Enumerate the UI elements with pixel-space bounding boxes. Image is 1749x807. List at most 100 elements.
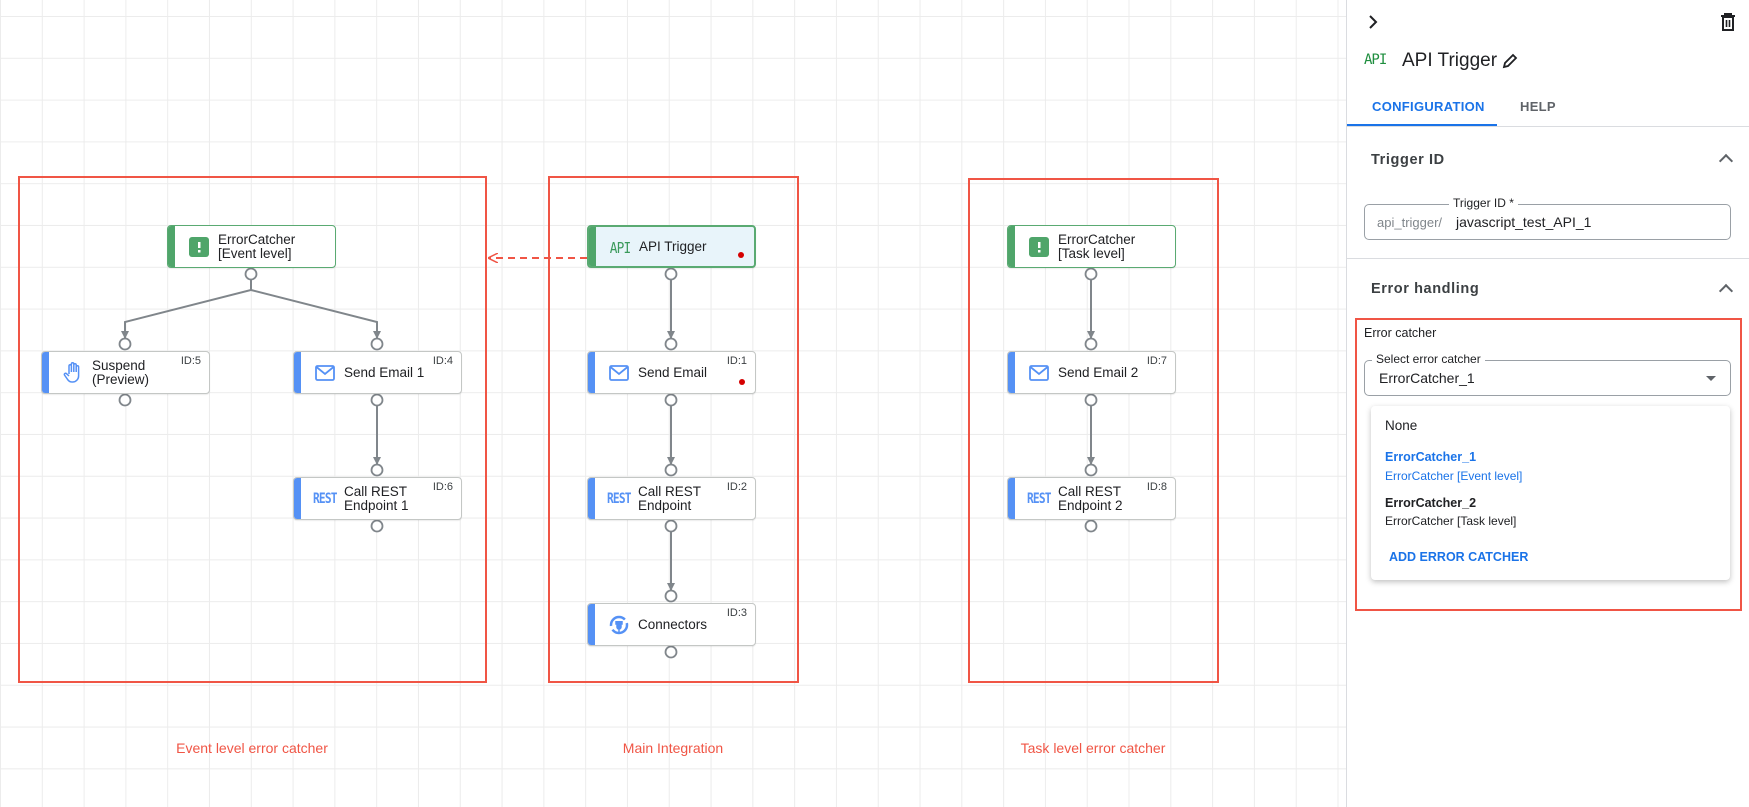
node-accent-bar bbox=[588, 604, 595, 645]
mail-icon bbox=[1026, 362, 1052, 384]
node-id: ID:8 bbox=[1146, 481, 1167, 493]
edge-ec-event-suspend bbox=[121, 280, 252, 339]
api-icon: API bbox=[1364, 52, 1387, 68]
add-error-catcher-button[interactable]: ADD ERROR CATCHER bbox=[1389, 550, 1529, 564]
port bbox=[1084, 393, 1098, 407]
collapse-panel-button[interactable] bbox=[1365, 14, 1381, 30]
node-send-email[interactable]: Send Email ID:1 bbox=[587, 351, 756, 394]
field-label: Select error catcher bbox=[1372, 352, 1485, 366]
port bbox=[370, 337, 384, 351]
chevron-up-icon[interactable] bbox=[1718, 283, 1734, 299]
event-level-group-box bbox=[18, 176, 487, 683]
chevron-up-icon[interactable] bbox=[1718, 153, 1734, 169]
node-label: Suspend(Preview) bbox=[92, 357, 150, 387]
error-indicator-dot bbox=[739, 379, 745, 385]
node-accent-bar bbox=[42, 352, 49, 393]
node-suspend[interactable]: Suspend(Preview) ID:5 bbox=[41, 351, 210, 394]
mail-icon bbox=[312, 362, 338, 384]
error-catcher-highlight-box bbox=[1355, 318, 1742, 611]
main-integration-group-box bbox=[548, 176, 799, 683]
node-accent-bar bbox=[294, 352, 301, 393]
tab-underline bbox=[1347, 124, 1497, 126]
node-label: Send Email bbox=[638, 364, 708, 380]
section-title: Error handling bbox=[1371, 281, 1480, 297]
port bbox=[664, 393, 678, 407]
node-accent-bar bbox=[588, 352, 595, 393]
connections-layer bbox=[118, 0, 1098, 659]
trigger-id-prefix: api_trigger/ bbox=[1377, 215, 1443, 230]
node-id: ID:4 bbox=[432, 355, 453, 367]
node-label: Send Email 1 bbox=[344, 364, 425, 380]
node-accent-bar bbox=[588, 478, 595, 519]
node-id: ID:6 bbox=[432, 481, 453, 493]
node-label: Send Email 2 bbox=[1058, 364, 1139, 380]
task-level-group-box bbox=[968, 178, 1219, 683]
section-title: Trigger ID bbox=[1371, 152, 1445, 168]
node-id: ID:1 bbox=[726, 355, 747, 367]
error-indicator-dot bbox=[738, 252, 744, 258]
node-label: API Trigger bbox=[639, 238, 707, 254]
node-id: ID:5 bbox=[180, 355, 201, 367]
port bbox=[1084, 519, 1098, 533]
node-id: ID:2 bbox=[726, 481, 747, 493]
edge-ec-event-email1 bbox=[250, 289, 381, 339]
node-label: ErrorCatcher[Task level] bbox=[1058, 231, 1136, 261]
port bbox=[1084, 463, 1098, 477]
node-error-catcher-task[interactable]: ErrorCatcher[Task level] bbox=[1007, 225, 1176, 268]
trash-icon bbox=[1721, 13, 1735, 31]
port bbox=[664, 463, 678, 477]
port bbox=[118, 393, 132, 407]
node-label: Connectors bbox=[638, 616, 708, 632]
node-send-email-2[interactable]: Send Email 2 ID:7 bbox=[1007, 351, 1176, 394]
port bbox=[664, 337, 678, 351]
node-api-trigger[interactable]: API API Trigger bbox=[587, 225, 756, 268]
port bbox=[664, 267, 678, 281]
node-id: ID:7 bbox=[1146, 355, 1167, 367]
node-accent-bar bbox=[1008, 478, 1015, 519]
port bbox=[118, 337, 132, 351]
error-catcher-subtitle: Error catcher bbox=[1364, 326, 1437, 340]
node-accent-bar bbox=[294, 478, 301, 519]
chevron-right-icon bbox=[1369, 15, 1378, 29]
port bbox=[370, 519, 384, 533]
field-label: Trigger ID * bbox=[1449, 196, 1518, 210]
port bbox=[664, 519, 678, 533]
api-icon: API bbox=[609, 239, 631, 257]
integration-canvas[interactable]: Event level error catcher Main Integrati… bbox=[0, 0, 1346, 807]
port bbox=[244, 267, 258, 281]
port bbox=[664, 645, 678, 659]
node-accent-bar bbox=[589, 227, 596, 266]
node-label: ErrorCatcher[Event level] bbox=[218, 231, 296, 261]
rest-icon: REST bbox=[313, 491, 338, 507]
node-error-catcher-event[interactable]: ErrorCatcher[Event level] bbox=[167, 225, 336, 268]
port bbox=[1084, 267, 1098, 281]
hand-icon bbox=[60, 362, 86, 384]
trigger-id-input[interactable]: javascript_test_API_1 bbox=[1456, 214, 1592, 230]
mail-icon bbox=[606, 362, 632, 384]
error-exclamation-icon bbox=[186, 236, 212, 258]
rest-icon: REST bbox=[1027, 491, 1052, 507]
delete-button[interactable] bbox=[1720, 13, 1736, 31]
tab-configuration[interactable]: CONFIGURATION bbox=[1372, 99, 1485, 114]
node-id: ID:3 bbox=[726, 607, 747, 619]
node-connectors[interactable]: Connectors ID:3 bbox=[587, 603, 756, 646]
rest-icon: REST bbox=[607, 491, 632, 507]
panel-title: API Trigger bbox=[1402, 50, 1498, 71]
edit-title-button[interactable] bbox=[1502, 53, 1518, 74]
pencil-icon bbox=[1502, 53, 1518, 69]
trigger-id-field[interactable]: Trigger ID * api_trigger/ javascript_tes… bbox=[1364, 196, 1731, 240]
tab-help[interactable]: HELP bbox=[1520, 99, 1556, 114]
node-accent-bar bbox=[168, 226, 175, 267]
node-accent-bar bbox=[1008, 226, 1015, 267]
error-catcher-select[interactable]: Select error catcher ErrorCatcher_1 bbox=[1364, 352, 1731, 396]
divider bbox=[1347, 258, 1749, 259]
port bbox=[370, 393, 384, 407]
node-send-email-1[interactable]: Send Email 1 ID:4 bbox=[293, 351, 462, 394]
port bbox=[370, 463, 384, 477]
config-sidebar: API API Trigger CONFIGURATION HELP Trigg… bbox=[1346, 0, 1749, 807]
